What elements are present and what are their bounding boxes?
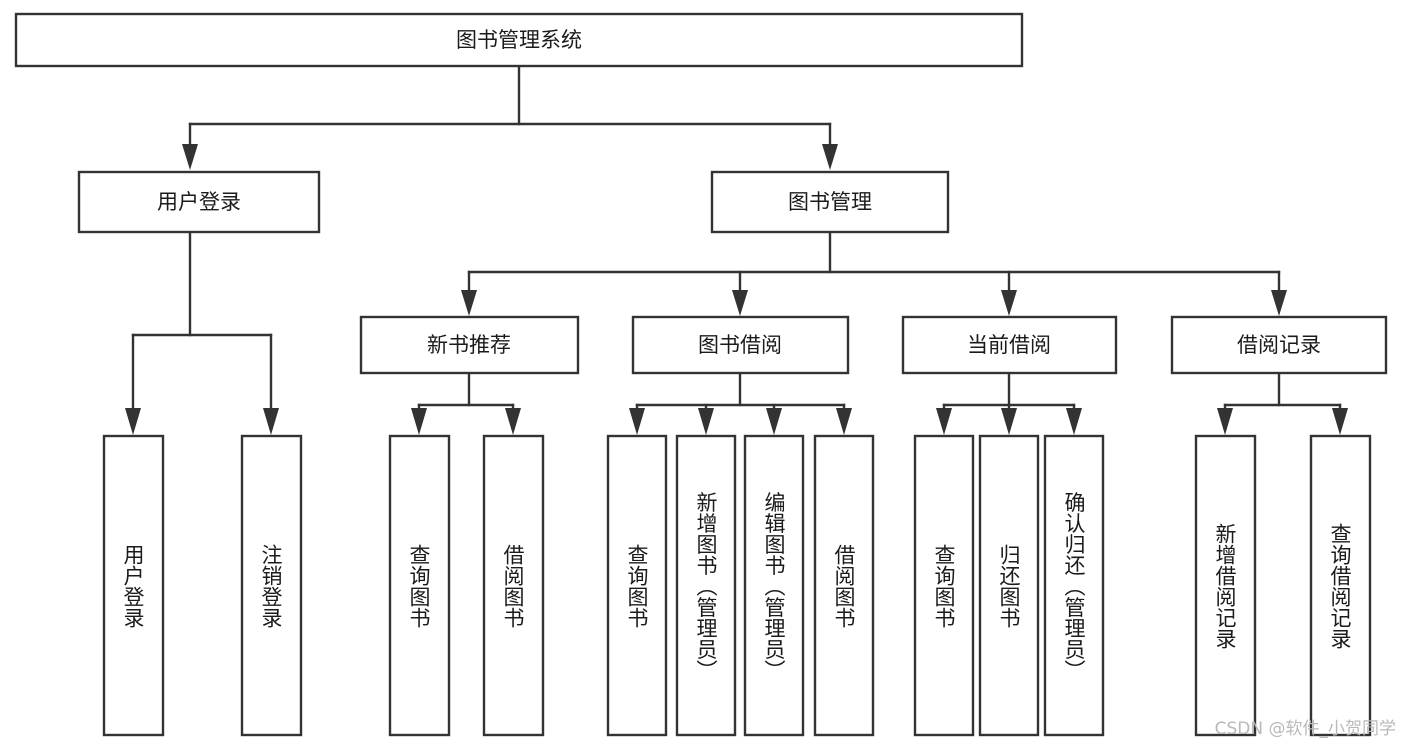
leaf-node[interactable]: 新增图书（管理员） (675, 434, 737, 737)
leaf-node[interactable]: 用户登录 (102, 434, 165, 737)
leaf-newbook-borrow-box (482, 434, 545, 737)
arrow-records-leaf-1 (1217, 408, 1233, 435)
node-borrow-records[interactable]: 借阅记录 (1170, 315, 1388, 375)
connector-group-borrow (629, 371, 852, 435)
node-book-manage-box (710, 170, 950, 234)
arrow-borrow-leaf-2 (698, 408, 714, 435)
leaf-records-query-box (1309, 434, 1372, 737)
leaf-node[interactable]: 查询图书 (913, 434, 975, 737)
leaf-node[interactable]: 归还图书 (978, 434, 1040, 737)
node-borrow-records-label: 借阅记录 (1237, 333, 1321, 357)
leaf-newbook-borrow-label: 借阅图书 (501, 544, 525, 628)
leaf-user-login-box (102, 434, 165, 737)
leaf-current-query-label: 查询图书 (932, 544, 956, 628)
arrow-current-leaf-2 (1001, 408, 1017, 435)
node-borrow-records-box (1170, 315, 1388, 375)
leaf-node[interactable]: 编辑图书（管理员） (743, 434, 805, 737)
leaf-node[interactable]: 借阅图书 (482, 434, 545, 737)
leaf-records-query-label: 查询借阅记录 (1328, 523, 1352, 649)
leaf-node[interactable]: 确认归还（管理员） (1043, 434, 1105, 737)
node-current-borrow-box (901, 315, 1118, 375)
leaf-borrow-edit-label: 编辑图书（管理员） (762, 492, 786, 681)
connector-group-user-login (125, 230, 279, 435)
node-new-book-recommend-box (359, 315, 580, 375)
leaf-node[interactable]: 借阅图书 (813, 434, 875, 737)
leaf-node[interactable]: 注销登录 (240, 434, 303, 737)
leaf-user-login-label: 用户登录 (121, 544, 145, 628)
connector-group-book-manage (461, 230, 1287, 316)
node-new-book-recommend[interactable]: 新书推荐 (359, 315, 580, 375)
arrow-newbook-leaf-1 (411, 408, 427, 435)
leaf-user-logout-label: 注销登录 (259, 544, 283, 628)
arrow-records-leaf-2 (1332, 408, 1348, 435)
leaf-current-return-box (978, 434, 1040, 737)
arrow-book-child-2 (732, 290, 748, 316)
arrow-book-child-1 (461, 290, 477, 316)
node-root-label: 图书管理系统 (456, 28, 582, 52)
node-root[interactable]: 图书管理系统 (14, 12, 1024, 68)
node-root-box (14, 12, 1024, 68)
arrow-book-child-4 (1271, 290, 1287, 316)
leaf-records-add-box (1194, 434, 1257, 737)
leaf-current-query-box (913, 434, 975, 737)
connector-group-current (936, 371, 1082, 435)
leaf-current-return-label: 归还图书 (997, 544, 1021, 628)
arrow-newbook-leaf-2 (505, 408, 521, 435)
arrow-root-to-book (822, 144, 838, 170)
arrow-current-leaf-3 (1066, 408, 1082, 435)
leaf-borrow-add-label: 新增图书（管理员） (694, 492, 718, 681)
node-book-borrow-label: 图书借阅 (698, 333, 782, 357)
node-book-borrow-box (631, 315, 850, 375)
node-user-login-label: 用户登录 (157, 190, 241, 214)
leaf-node[interactable]: 查询图书 (606, 434, 668, 737)
arrow-user-leaf-2 (263, 408, 279, 435)
node-user-login[interactable]: 用户登录 (77, 170, 321, 234)
node-new-book-recommend-label: 新书推荐 (427, 333, 511, 357)
node-book-manage-label: 图书管理 (788, 190, 872, 214)
connector-group-root (182, 64, 838, 170)
leaf-current-confirm-box (1043, 434, 1105, 737)
arrow-user-leaf-1 (125, 408, 141, 435)
leaf-node[interactable]: 查询借阅记录 (1309, 434, 1372, 737)
arrow-book-child-3 (1001, 290, 1017, 316)
arrow-borrow-leaf-1 (629, 408, 645, 435)
leaf-borrow-do-label: 借阅图书 (832, 544, 856, 628)
node-current-borrow[interactable]: 当前借阅 (901, 315, 1118, 375)
leaf-records-add-label: 新增借阅记录 (1213, 523, 1237, 649)
leaf-node[interactable]: 新增借阅记录 (1194, 434, 1257, 737)
csdn-watermark: CSDN @软件_小贺同学 (1215, 719, 1396, 739)
node-book-borrow[interactable]: 图书借阅 (631, 315, 850, 375)
leaf-current-confirm-label: 确认归还（管理员） (1062, 492, 1086, 681)
node-book-manage[interactable]: 图书管理 (710, 170, 950, 234)
leaf-borrow-do-box (813, 434, 875, 737)
connector-group-records (1217, 371, 1348, 435)
leaf-newbook-query-label: 查询图书 (407, 544, 431, 628)
leaf-node[interactable]: 查询图书 (388, 434, 451, 737)
leaf-borrow-add-box (675, 434, 737, 737)
leaf-borrow-edit-box (743, 434, 805, 737)
leaf-newbook-query-box (388, 434, 451, 737)
arrow-borrow-leaf-3 (766, 408, 782, 435)
node-user-login-box (77, 170, 321, 234)
node-current-borrow-label: 当前借阅 (967, 333, 1051, 357)
leaf-borrow-query-label: 查询图书 (625, 544, 649, 628)
connector-group-new-book (411, 371, 521, 435)
arrow-borrow-leaf-4 (836, 408, 852, 435)
leaf-user-logout-box (240, 434, 303, 737)
leaf-borrow-query-box (606, 434, 668, 737)
arrow-current-leaf-1 (936, 408, 952, 435)
arrow-root-to-user (182, 144, 198, 170)
